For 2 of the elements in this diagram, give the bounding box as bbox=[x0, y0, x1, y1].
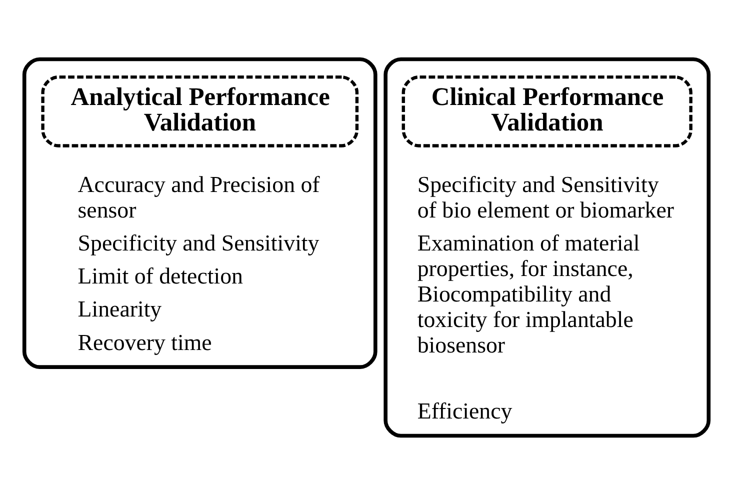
node-box: Clinical Performance Validation bbox=[401, 75, 692, 148]
node-box: Analytical Performance Validation bbox=[40, 75, 358, 148]
